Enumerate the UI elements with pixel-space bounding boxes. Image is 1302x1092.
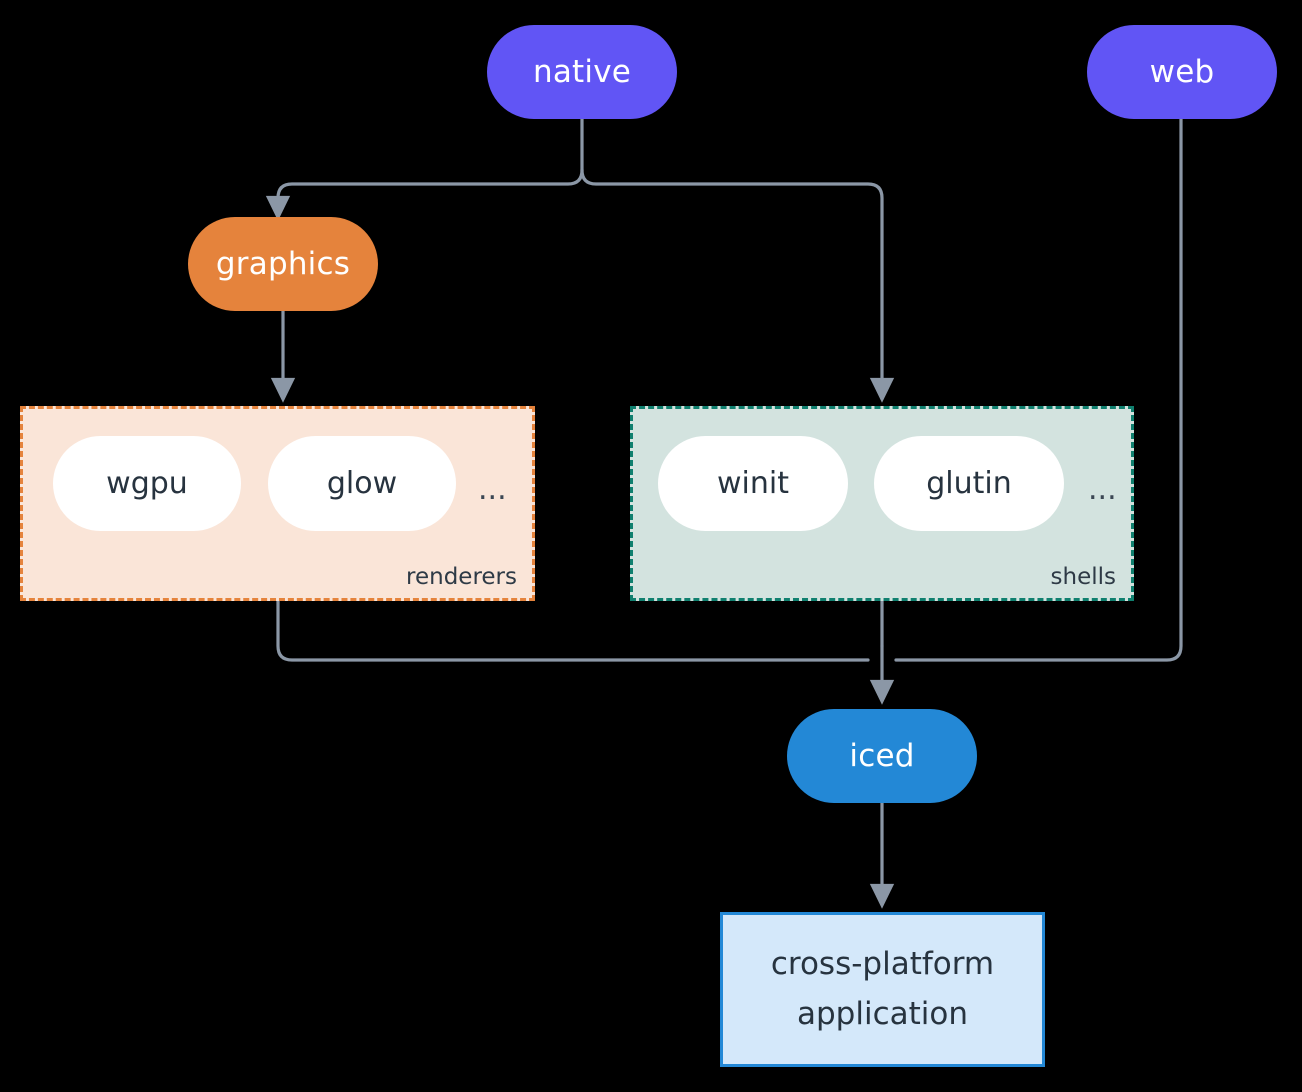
shells-more-ellipsis: ... <box>1088 472 1117 507</box>
node-native-label: native <box>532 54 632 90</box>
node-application-label-line2: application <box>797 995 968 1032</box>
node-application-label-line1: cross-platform <box>770 945 995 982</box>
node-web-label: web <box>1149 54 1215 90</box>
node-graphics[interactable]: graphics <box>188 217 378 311</box>
node-native[interactable]: native <box>487 25 677 119</box>
node-glow-label: glow <box>326 466 398 501</box>
cluster-shells-label: shells <box>1050 564 1116 590</box>
node-wgpu-label: wgpu <box>106 466 188 501</box>
node-winit[interactable]: winit <box>658 436 848 531</box>
node-iced-label: iced <box>849 738 915 774</box>
cluster-renderers: wgpu glow ... renderers <box>20 406 535 601</box>
node-glow[interactable]: glow <box>268 436 456 531</box>
edge-renderers-to-iced <box>276 599 870 662</box>
edge-native-to-shells <box>580 168 895 403</box>
node-cross-platform-application[interactable]: cross-platform application <box>720 912 1045 1067</box>
cluster-renderers-label: renderers <box>406 564 517 590</box>
node-wgpu[interactable]: wgpu <box>53 436 241 531</box>
node-glutin-label: glutin <box>926 466 1012 501</box>
node-iced[interactable]: iced <box>787 709 977 803</box>
node-winit-label: winit <box>717 466 789 501</box>
node-glutin[interactable]: glutin <box>874 436 1064 531</box>
node-graphics-label: graphics <box>215 246 351 282</box>
cluster-shells: winit glutin ... shells <box>630 406 1134 601</box>
renderers-more-ellipsis: ... <box>478 472 507 507</box>
node-web[interactable]: web <box>1087 25 1277 119</box>
edge-native-to-graphics <box>265 168 584 221</box>
